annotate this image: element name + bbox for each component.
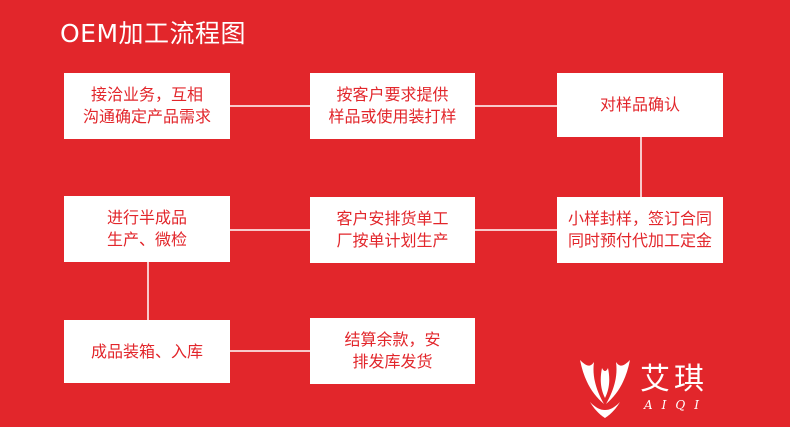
step-box-7: 成品装箱、入库 bbox=[64, 320, 230, 383]
step-box-4: 小样封样，签订合同 同时预付代加工定金 bbox=[557, 197, 723, 263]
step-box-6: 进行半成品 生产、微检 bbox=[64, 196, 230, 262]
step-text: 客户安排货单工 厂按单计划生产 bbox=[336, 209, 449, 250]
brand-logo-icon bbox=[580, 360, 630, 418]
step-box-3: 对样品确认 bbox=[557, 73, 723, 137]
step-text: 接洽业务，互相 沟通确定产品需求 bbox=[82, 85, 211, 126]
step-box-2: 按客户要求提供 样品或使用装打样 bbox=[310, 73, 475, 139]
step-box-1: 接洽业务，互相 沟通确定产品需求 bbox=[64, 73, 230, 139]
brand-name-en: AIQI bbox=[644, 398, 708, 412]
step-text: 对样品确认 bbox=[599, 95, 680, 114]
step-text: 进行半成品 生产、微检 bbox=[106, 208, 187, 249]
step-box-5: 客户安排货单工 厂按单计划生产 bbox=[310, 197, 475, 263]
step-text: 小样封样，签订合同 同时预付代加工定金 bbox=[567, 209, 712, 250]
step-text: 按客户要求提供 样品或使用装打样 bbox=[328, 85, 457, 126]
step-text: 结算余款，安 排发库发货 bbox=[344, 330, 441, 371]
step-text: 成品装箱、入库 bbox=[90, 341, 203, 361]
brand-name-cn: 艾琪 bbox=[640, 362, 708, 397]
page-title: OEM加工流程图 bbox=[60, 19, 247, 48]
step-box-8: 结算余款，安 排发库发货 bbox=[310, 318, 475, 384]
